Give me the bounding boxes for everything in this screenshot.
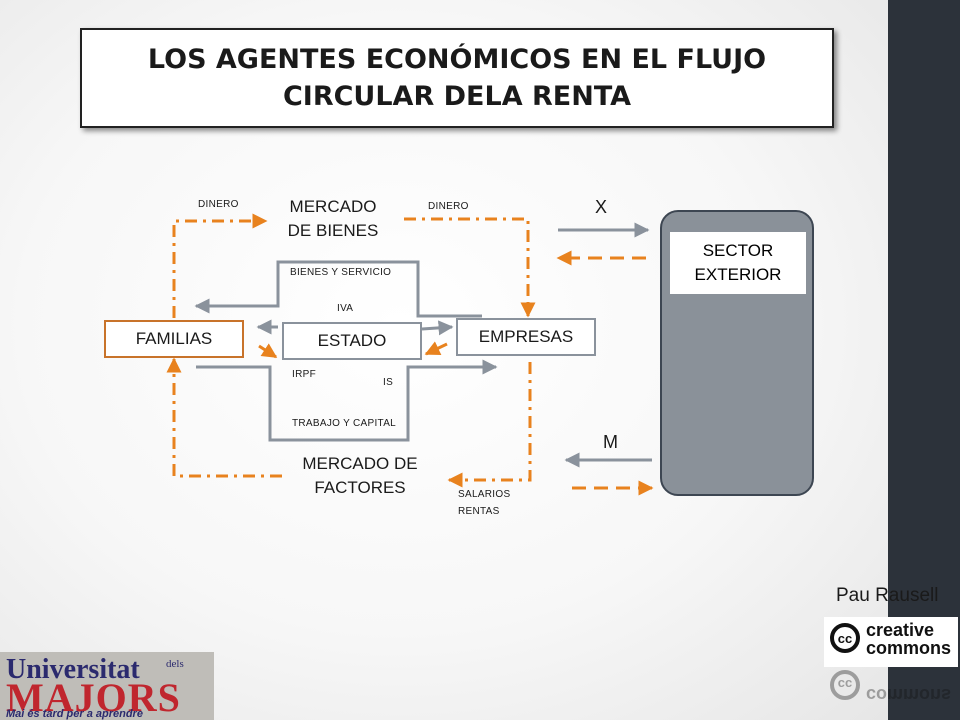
salarios-rentas-arrow bbox=[447, 362, 532, 488]
cc-logo-reflection: cc commons bbox=[824, 670, 958, 704]
empresas-node: EMPRESAS bbox=[456, 318, 596, 356]
cc-icon: cc bbox=[830, 623, 860, 653]
cc-icon-reflection: cc bbox=[830, 670, 860, 700]
dinero-left-label: DINERO bbox=[198, 199, 239, 210]
familias-node: FAMILIAS bbox=[104, 320, 244, 358]
dinero-to-empresas-arrow bbox=[404, 217, 536, 318]
trabajo-capital-arrow bbox=[196, 359, 498, 442]
imports-label: M bbox=[603, 432, 618, 452]
dinero-to-mercado-bienes-arrow bbox=[172, 213, 268, 318]
dinero-right-label: DINERO bbox=[428, 201, 469, 212]
real-flows bbox=[194, 222, 652, 468]
author-name: Pau Rausell bbox=[836, 585, 939, 606]
bienes-servicio-arrow bbox=[194, 260, 482, 318]
rentas-label: RENTAS bbox=[458, 506, 500, 517]
cc-wordmark: creative commons bbox=[866, 620, 952, 658]
universitat-majors-logo: Universitat dels MAJORS Mai és tard per … bbox=[0, 652, 214, 720]
empresas-estado-transfer-arrow bbox=[424, 341, 448, 356]
trabajo-capital-label: TRABAJO Y CAPITAL bbox=[292, 418, 397, 429]
page-title: LOS AGENTES ECONÓMICOS EN EL FLUJO CIRCU… bbox=[147, 44, 767, 112]
creative-commons-logo: cc creative commons bbox=[824, 617, 958, 667]
mercado-factores-label: MERCADO DE FACTORES bbox=[302, 454, 418, 497]
estado-label: ESTADO bbox=[317, 331, 387, 350]
familias-estado-transfer-arrow bbox=[258, 343, 278, 359]
iva-label: IVA bbox=[337, 303, 354, 314]
bienes-servicio-label: BIENES Y SERVICIO bbox=[290, 267, 392, 278]
right-sidebar bbox=[888, 0, 960, 720]
money-flows bbox=[166, 213, 536, 488]
tax-transfer-arrows bbox=[258, 341, 448, 359]
flow-diagram bbox=[166, 213, 654, 496]
exports-label: X bbox=[595, 197, 608, 217]
is-label: IS bbox=[383, 377, 394, 388]
salarios-label: SALARIOS bbox=[458, 489, 511, 500]
sector-exterior-label: SECTOR EXTERIOR bbox=[670, 232, 806, 294]
estado-to-empresas-arrow bbox=[421, 320, 454, 336]
mercado-bienes-label: MERCADO DE BIENES bbox=[287, 197, 379, 240]
title-box: LOS AGENTES ECONÓMICOS EN EL FLUJO CIRCU… bbox=[80, 28, 834, 128]
money-flows-solid bbox=[556, 250, 654, 496]
dinero-from-factores-to-familias-arrow bbox=[166, 357, 282, 478]
irpf-label: IRPF bbox=[292, 369, 316, 380]
estado-node: ESTADO bbox=[282, 322, 422, 360]
familias-label: FAMILIAS bbox=[135, 329, 213, 348]
empresas-label: EMPRESAS bbox=[478, 327, 574, 346]
